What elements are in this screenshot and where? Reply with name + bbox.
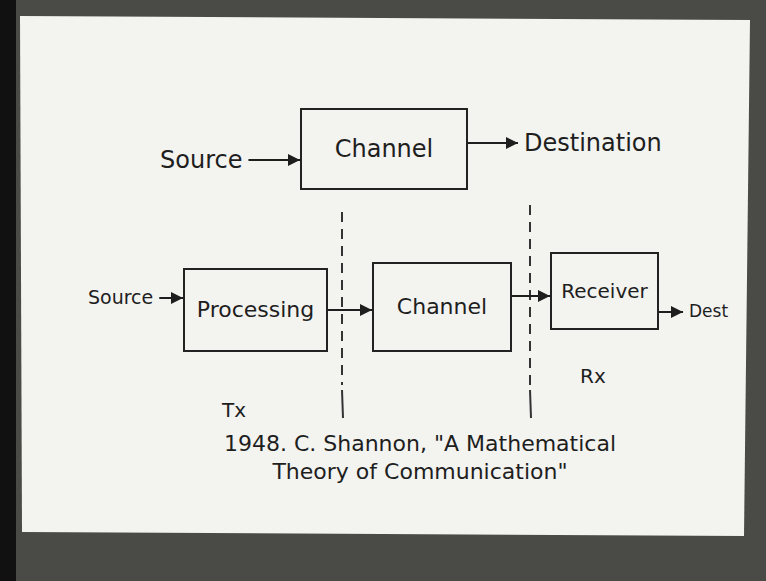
leader-arrow: [468, 142, 518, 144]
leader-arrow: [659, 311, 683, 313]
process-box: Processing: [183, 268, 328, 352]
process-box: Channel: [372, 262, 512, 352]
endpoint-label: Source: [160, 145, 242, 175]
side-label: Rx: [580, 364, 606, 389]
citation-note: 1948. C. Shannon, "A Mathematical Theory…: [200, 430, 640, 485]
box-label: Channel: [335, 135, 434, 164]
signal-arrow: [328, 309, 372, 311]
endpoint-label: Source: [88, 286, 153, 310]
divider-line: [342, 390, 343, 418]
process-box: Receiver: [550, 252, 659, 330]
box-label: Processing: [197, 297, 314, 323]
divider-line: [530, 390, 531, 418]
box-label: Receiver: [561, 279, 648, 303]
leader-arrows: [159, 143, 683, 312]
process-box: Channel: [300, 108, 468, 190]
divider-line: [341, 212, 343, 385]
box-label: Channel: [397, 294, 487, 320]
paper-sheet: [20, 16, 750, 536]
side-label: Tx: [222, 398, 246, 423]
leader-arrow: [248, 159, 300, 161]
endpoint-label: Destination: [524, 128, 662, 158]
dark-edge: [0, 0, 16, 581]
leader-arrow: [159, 297, 183, 299]
signal-arrow: [512, 295, 550, 297]
endpoint-label: Dest: [689, 301, 728, 322]
